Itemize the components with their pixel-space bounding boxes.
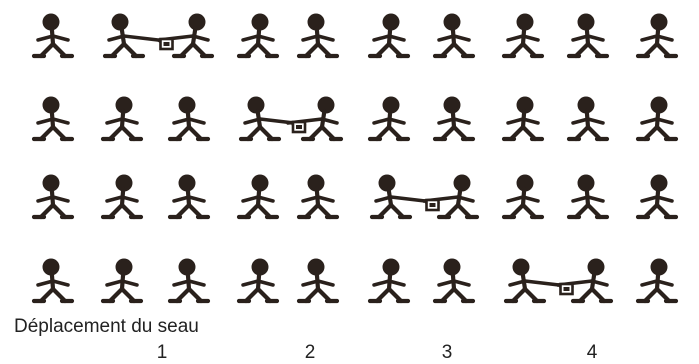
stick-figure-icon [239,14,277,57]
stick-figure-icon [435,259,473,302]
stick-figure-icon [299,259,337,302]
bucket-icon [288,122,305,132]
stick-figure-icon [638,97,676,140]
stick-figure-icon [504,14,542,57]
stick-figure-icon [239,259,277,302]
bucket-icon [558,284,573,294]
figure-row [34,14,676,57]
figure-row [34,97,676,140]
stick-figure-icon [105,14,158,57]
stick-figure-icon [569,97,607,140]
stick-figure-icon [638,14,676,57]
bucket-icon [424,200,439,210]
stick-figure-icon [34,175,72,218]
stick-figure-icon [170,175,208,218]
stick-figure-icon [170,97,208,140]
stick-figure-icon [299,175,337,218]
stick-figure-icon [34,97,72,140]
stick-figure-icon [638,259,676,302]
stick-figure-icon [504,97,542,140]
stick-figure-icon [170,259,208,302]
stick-figure-icon [299,14,337,57]
figure-row [34,175,676,218]
stick-figure-icon [506,259,559,302]
figure-row [34,259,676,302]
stick-figure-icon [638,175,676,218]
step-label-4: 4 [577,342,607,364]
stick-figure-icon [370,97,408,140]
stick-figure-icon [569,14,607,57]
stick-figure-icon [370,259,408,302]
stick-figure-icon [103,259,141,302]
stick-figure-icon [435,14,473,57]
stick-figure-icon [241,97,294,140]
stick-figure-icon [34,14,72,57]
step-label-3: 3 [432,342,462,364]
stick-figure-icon [103,97,141,140]
step-label-2: 2 [295,342,325,364]
stick-figure-icon [370,14,408,57]
bucket-icon [158,39,173,49]
step-label-1: 1 [147,342,177,364]
stick-figure-icon [372,175,425,218]
stick-figure-icon [504,175,542,218]
stick-figure-icon [239,175,277,218]
stick-figure-icon [435,97,473,140]
stick-figure-icon [569,175,607,218]
diagram-caption: Déplacement du seau [14,316,199,338]
stick-figure-icon [34,259,72,302]
stick-figure-icon [103,175,141,218]
